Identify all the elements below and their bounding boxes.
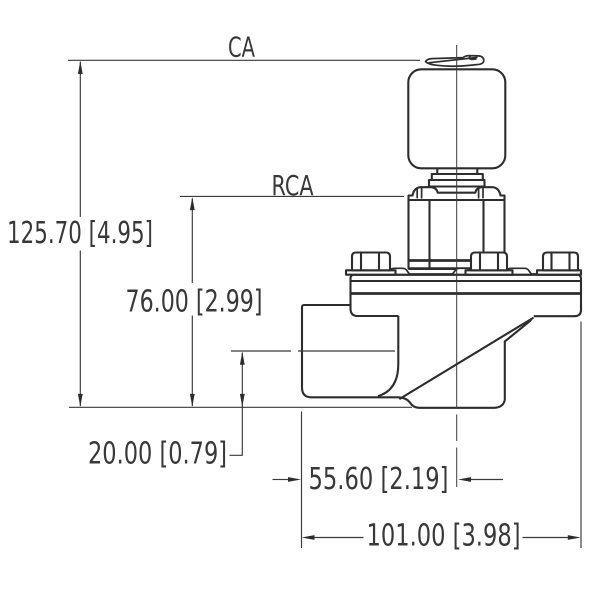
rca-reference-line: RCA — [180, 169, 404, 202]
retaining-clip — [424, 54, 485, 68]
mounting-bolt-left — [344, 251, 397, 276]
rca-height-label: 76.00 [2.99] — [126, 285, 263, 320]
inlet-centerline-height-label: 20.00 [0.79] — [88, 436, 227, 471]
dimension-rca-height: 76.00 [2.99] — [126, 197, 263, 407]
valve-body-flange — [349, 273, 583, 318]
overall-height-label: 125.70 [4.95] — [7, 216, 153, 251]
overall-width-label: 101.00 [3.98] — [367, 519, 521, 554]
dimension-inlet-centerline-height: 20.00 [0.79] — [88, 351, 245, 471]
face-to-centerline-label: 55.60 [2.19] — [309, 462, 449, 497]
ca-label: CA — [228, 31, 255, 64]
dimension-overall-height: 125.70 [4.95] — [7, 61, 153, 407]
angled-face-edge — [398, 316, 535, 400]
dimension-face-to-centerline: 55.60 [2.19] — [272, 411, 503, 548]
dimension-overall-width: 101.00 [3.98] — [301, 321, 582, 554]
rca-label: RCA — [272, 169, 314, 202]
bore-edge — [377, 316, 400, 398]
mounting-bolt-right — [535, 251, 583, 276]
ca-reference-line: CA — [68, 31, 420, 64]
valve-body-lower — [300, 303, 535, 409]
mounting-bolt-middle — [464, 251, 514, 276]
